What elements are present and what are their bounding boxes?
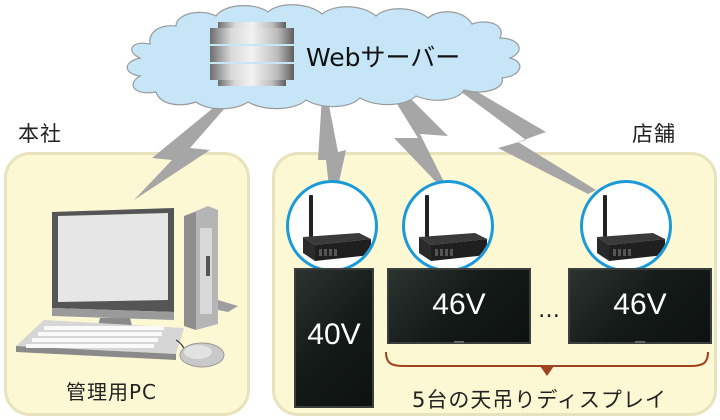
display-size-label: 46V	[613, 288, 667, 321]
brace-pointer-icon	[540, 366, 554, 376]
mouse-icon	[175, 339, 225, 368]
web-server-label: Webサーバー	[306, 43, 461, 72]
database-server-icon	[210, 22, 294, 86]
display-40v: 40V	[294, 268, 374, 408]
receiver-circle-1	[286, 180, 378, 272]
bolt-to-pc-icon	[134, 96, 232, 200]
pc-tower-icon	[184, 206, 238, 330]
desktop-pc-illustration	[16, 206, 238, 368]
wireless-receiver-icon	[597, 195, 665, 261]
wireless-receiver-icon	[303, 195, 371, 261]
bolt-to-receiver-2-icon	[386, 82, 448, 186]
receiver-circle-2	[402, 180, 494, 272]
bolt-to-receiver-3-icon	[456, 84, 596, 194]
bezel-logo	[635, 341, 645, 343]
ceiling-display-group-label: 5台の天吊りディスプレイ	[412, 388, 667, 412]
monitor-icon	[52, 208, 174, 338]
display-size-label: 40V	[307, 318, 361, 351]
management-pc-label: 管理用PC	[66, 380, 158, 404]
store-title: 店舗	[632, 122, 676, 146]
group-brace	[385, 351, 709, 376]
display-size-label: 46V	[432, 288, 486, 321]
wireless-receiver-icon	[419, 195, 487, 261]
ellipsis: …	[538, 298, 560, 323]
bezel-logo	[454, 341, 464, 343]
display-46v-2: 46V	[568, 268, 712, 344]
headquarters-title: 本社	[18, 122, 62, 146]
receiver-circle-3	[580, 180, 672, 272]
keyboard-icon	[16, 320, 184, 360]
display-46v-1: 46V	[387, 268, 531, 344]
bolt-to-receiver-1-icon	[318, 96, 346, 196]
